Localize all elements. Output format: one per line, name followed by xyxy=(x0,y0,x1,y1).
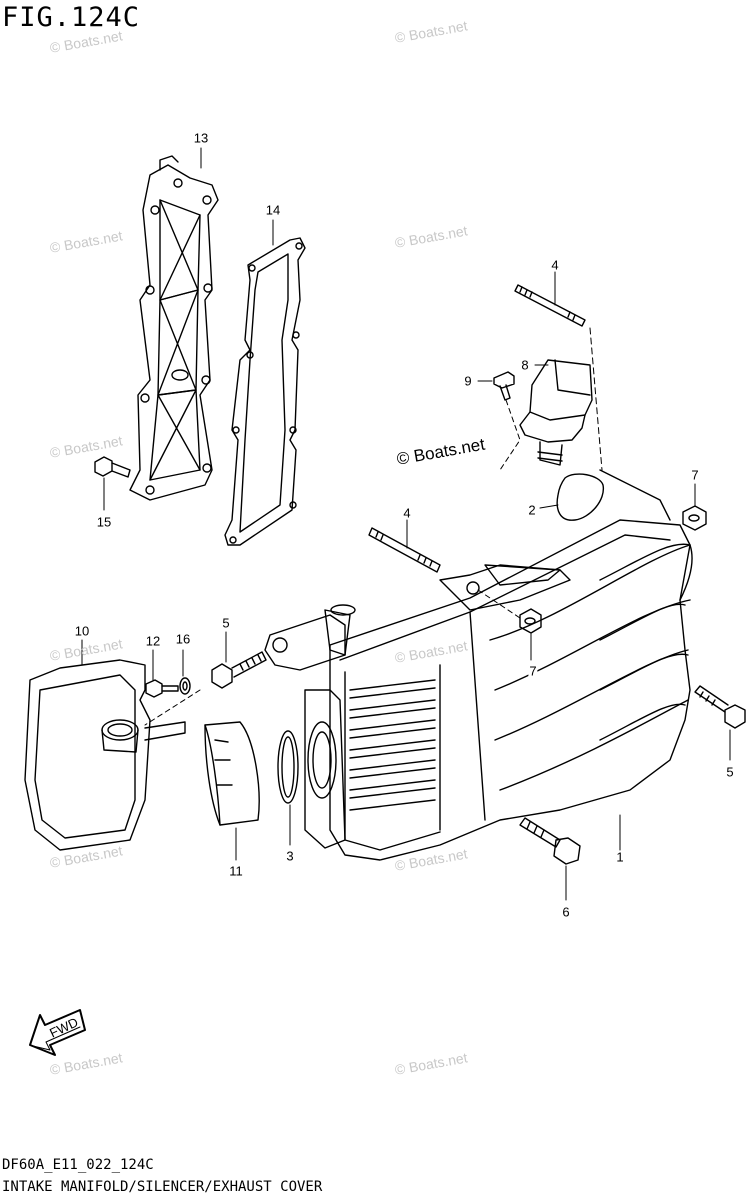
washer-16-part xyxy=(179,677,191,695)
callout-6: 6 xyxy=(561,904,571,920)
screw-12-part xyxy=(145,679,179,698)
figure-code: DF60A_E11_022_124C xyxy=(2,1157,154,1173)
callout-1: 1 xyxy=(615,849,625,865)
callout-8: 8 xyxy=(520,357,530,373)
o-ring-3-part xyxy=(277,730,299,804)
intake-manifold-part xyxy=(264,469,693,861)
callout-9: 9 xyxy=(463,373,473,389)
exhaust-cover-part xyxy=(129,155,219,501)
callout-11: 11 xyxy=(228,863,244,879)
bolt-5-right-part xyxy=(694,685,746,729)
sleeve-11-part xyxy=(204,721,260,826)
figure-title: FIG.124C xyxy=(2,2,141,33)
callout-3: 3 xyxy=(285,848,295,864)
stud-4-upper-part xyxy=(514,284,586,327)
callout-14: 14 xyxy=(264,202,282,218)
nut-7-lower-part xyxy=(519,608,542,634)
callout-4-upper: 4 xyxy=(550,257,560,273)
callout-7-lower: 7 xyxy=(528,663,538,679)
callout-13: 13 xyxy=(192,130,210,146)
screw-9-part xyxy=(493,371,515,401)
callout-15: 15 xyxy=(95,514,113,530)
fwd-arrow-icon xyxy=(29,1009,86,1056)
callout-5-right: 5 xyxy=(725,764,735,780)
silencer-10-part xyxy=(24,659,186,851)
nut-7-upper-part xyxy=(682,505,707,531)
bolt-5-left-part xyxy=(211,651,267,689)
callout-12: 12 xyxy=(144,633,162,649)
callout-2: 2 xyxy=(527,502,537,518)
callout-5-left: 5 xyxy=(221,615,231,631)
callout-7-upper: 7 xyxy=(690,467,700,483)
bolt-6-part xyxy=(519,817,581,865)
callout-4-lower: 4 xyxy=(402,505,412,521)
sensor-8-part xyxy=(519,359,593,466)
exhaust-cover-gasket-part xyxy=(224,237,306,546)
stud-4-lower-part xyxy=(368,527,441,573)
figure-description: INTAKE MANIFOLD/SILENCER/EXHAUST COVER xyxy=(2,1179,323,1195)
callout-10: 10 xyxy=(73,623,91,639)
o-ring-2-part xyxy=(556,473,604,521)
bolt-15-part xyxy=(94,456,131,478)
callout-16: 16 xyxy=(174,631,192,647)
